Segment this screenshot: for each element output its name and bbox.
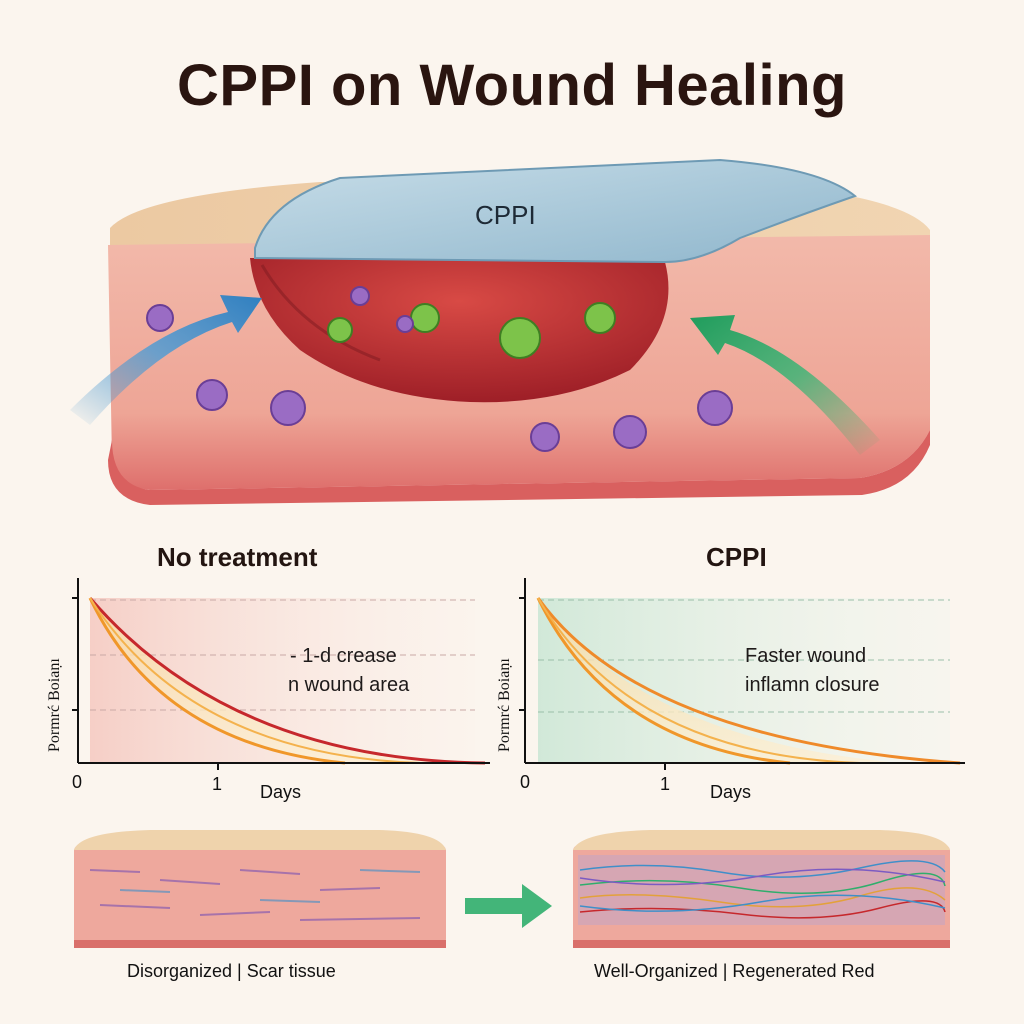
- blue-arrow: [70, 295, 262, 425]
- tissue-left-caption: Disorganized | Scar tissue: [127, 961, 336, 981]
- chart-right-y-axis-label: Pormrć Boiaṇı: [496, 658, 513, 752]
- chart-left-x-tick-1: 1: [212, 774, 223, 794]
- pathogen-green: [499, 317, 541, 359]
- chart-left-x-tick-0: 0: [72, 772, 83, 792]
- chart-left-annotation-2: n wound area: [288, 674, 410, 696]
- chart-left-curve-orange: [88, 597, 346, 765]
- chart-right-curve-red: [536, 597, 961, 765]
- chart-right-band: [538, 598, 900, 763]
- immune-cell-purple: [530, 422, 560, 452]
- tissue-right-caption: Well-Organized | Regenerated Red: [594, 961, 875, 981]
- chart-left-annotation-1: - 1-d crease: [290, 645, 397, 667]
- chart-right-curve-orange-2: [537, 597, 861, 764]
- chart-left-x-label: Days: [260, 782, 302, 802]
- pathogen-green: [327, 317, 353, 343]
- immune-cell-purple: [146, 304, 174, 332]
- chart-left: [72, 578, 490, 770]
- green-arrow: [690, 315, 880, 455]
- cppi-gel-layer: [254, 158, 858, 264]
- pathogen-green: [410, 303, 440, 333]
- immune-cell-purple: [270, 390, 306, 426]
- tissue-left-block: [74, 830, 446, 948]
- immune-cell-purple: [196, 379, 228, 411]
- chart-right-annotation-1: Faster wound: [745, 645, 867, 667]
- chart-left-y-axis-label: Pormrć Boiaṇı: [46, 658, 63, 752]
- chart-right-curve-orange: [536, 597, 791, 765]
- immune-cell-purple: [697, 390, 733, 426]
- chart-right-x-label: Days: [710, 782, 752, 802]
- chart-right-title: CPPI: [706, 542, 767, 572]
- chart-left-curve-red: [88, 597, 486, 765]
- chart-left-background-fill: [90, 598, 475, 763]
- pathogen-green: [584, 302, 616, 334]
- chart-right: [519, 578, 965, 770]
- chart-right-x-tick-1: 1: [660, 774, 671, 794]
- chart-right-x-tick-0: 0: [520, 772, 531, 792]
- chart-right-background-fill: [538, 598, 950, 763]
- page-title: CPPI on Wound Healing: [177, 53, 847, 118]
- chart-right-annotation-2: inflamn closure: [745, 674, 880, 696]
- chart-left-band: [90, 598, 470, 763]
- transition-arrow: [465, 884, 552, 928]
- immune-cell-purple: [613, 415, 647, 449]
- immune-cell-purple: [396, 315, 414, 333]
- chart-left-curve-orange-2: [89, 597, 421, 764]
- cppi-gel-label: CPPI: [475, 200, 536, 230]
- chart-left-title: No treatment: [157, 542, 318, 572]
- immune-cell-purple: [350, 286, 370, 306]
- tissue-right-block: [573, 830, 950, 948]
